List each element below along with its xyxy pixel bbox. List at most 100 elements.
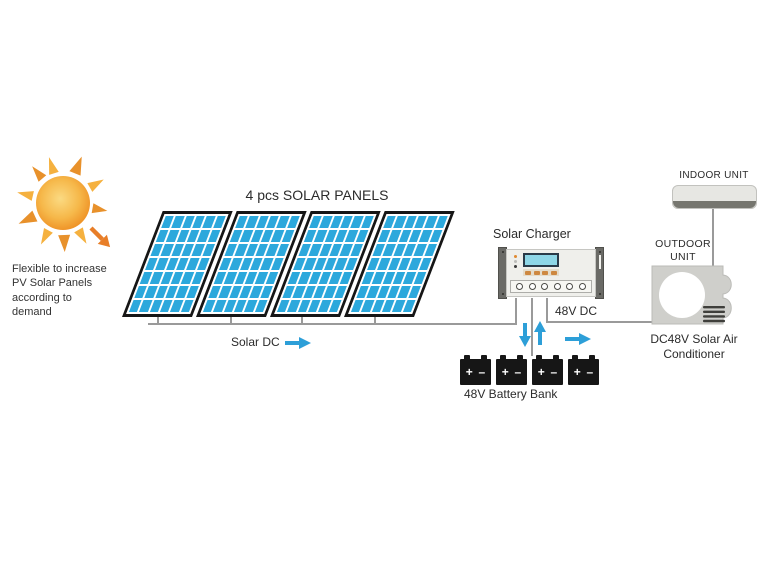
battery-bank-label: 48V Battery Bank	[464, 387, 558, 401]
outdoor-unit-label: OUTDOOR UNIT	[655, 238, 711, 263]
battery-terminal-post	[553, 355, 559, 360]
battery-terminal-post	[572, 355, 578, 360]
terminal-screw-icon	[566, 283, 574, 290]
charger-battery-wire	[531, 298, 533, 356]
charger-body	[506, 249, 596, 297]
discharge-up-arrow-icon	[534, 321, 546, 345]
battery: +–	[568, 355, 599, 385]
pv-cell	[360, 216, 374, 228]
pv-cell	[350, 244, 364, 256]
battery-minus-symbol: –	[478, 365, 486, 379]
indoor-unit	[672, 185, 757, 209]
charger-button-row	[523, 269, 559, 276]
pv-cell	[254, 300, 268, 312]
battery-plus-symbol: +	[537, 365, 545, 379]
pv-cell	[424, 244, 438, 256]
flexibility-note: Flexible to increase PV Solar Panels acc…	[12, 263, 107, 318]
charger-mount-rail-right	[595, 247, 604, 299]
pv-cell	[212, 216, 226, 228]
terminal-screw-icon	[541, 283, 549, 290]
screw-icon	[501, 251, 504, 253]
charger-lcd-display	[523, 253, 559, 267]
sun-to-panel-arrow	[89, 226, 111, 248]
battery-terminal-post	[536, 355, 542, 360]
pv-cell	[407, 286, 421, 298]
screw-icon	[598, 293, 601, 295]
charge-down-arrow-icon	[519, 323, 531, 347]
fan-icon	[659, 272, 705, 318]
pv-cell	[413, 272, 427, 284]
charger-output-wire-horizontal	[546, 321, 658, 323]
charger-button	[525, 270, 532, 275]
outdoor-unit	[651, 265, 732, 325]
pv-cell	[281, 230, 295, 242]
dc48v-arrow-icon	[565, 333, 591, 345]
terminal-screw-icon	[553, 283, 561, 290]
terminal-screw-icon	[516, 283, 524, 290]
pv-cell	[402, 300, 416, 312]
battery-minus-symbol: –	[514, 365, 522, 379]
vent-grille-icon	[703, 306, 725, 323]
pv-cell	[339, 272, 353, 284]
panel-stub-wire-2	[230, 317, 232, 325]
charger-button	[550, 270, 557, 275]
pv-cell	[207, 230, 221, 242]
screw-icon	[598, 251, 601, 253]
pv-cell	[259, 286, 273, 298]
panel-stub-wire-3	[301, 317, 303, 325]
pv-cell	[333, 286, 347, 298]
sun-icon	[17, 156, 111, 252]
dc48v-label: 48V DC	[555, 304, 598, 318]
solar-dc-arrow-icon	[285, 337, 311, 349]
battery-terminal-post	[517, 355, 523, 360]
battery-plus-symbol: +	[501, 365, 509, 379]
screw-icon	[501, 293, 504, 295]
battery-plus-symbol: +	[465, 365, 473, 379]
pv-cell	[429, 230, 443, 242]
charger-label: Solar Charger	[493, 227, 571, 241]
battery-terminal-post	[464, 355, 470, 360]
battery-minus-symbol: –	[550, 365, 558, 379]
charger-button	[533, 270, 540, 275]
terminal-screw-icon	[578, 283, 586, 290]
indoor-unit-vent	[673, 201, 756, 208]
solar-panel-array	[122, 211, 455, 317]
battery-terminal-post	[481, 355, 487, 360]
rail-slot	[598, 255, 601, 269]
pv-cell	[286, 216, 300, 228]
pv-cell	[418, 258, 432, 270]
pv-cell	[191, 272, 205, 284]
pv-cell	[196, 258, 210, 270]
battery-minus-symbol: –	[586, 365, 594, 379]
pv-cell	[276, 244, 290, 256]
charger-output-wire-vertical	[546, 298, 548, 323]
pv-cell	[202, 244, 216, 256]
battery-bank: +–+–+–+–	[460, 355, 599, 385]
battery: +–	[496, 355, 527, 385]
panel-stub-wire-1	[157, 317, 159, 325]
charger-button	[542, 270, 549, 275]
terminal-screw-icon	[528, 283, 536, 290]
indoor-unit-label: INDOOR UNIT	[679, 170, 749, 181]
solar-dc-bus-wire	[148, 323, 517, 325]
pv-cell	[328, 300, 342, 312]
pv-cell	[180, 300, 194, 312]
charger-input-wire	[515, 298, 517, 325]
pv-cell	[185, 286, 199, 298]
led-icon	[514, 265, 517, 268]
charger-terminal-strip	[510, 280, 592, 293]
charger-status-leds	[514, 255, 517, 268]
led-icon	[514, 260, 517, 263]
battery-terminal-post	[500, 355, 506, 360]
solar-charger-device	[498, 246, 604, 300]
pv-cell	[344, 258, 358, 270]
panels-title: 4 pcs SOLAR PANELS	[245, 187, 389, 203]
pv-cell	[265, 272, 279, 284]
led-icon	[514, 255, 517, 258]
battery: +–	[460, 355, 491, 385]
indoor-outdoor-wire	[712, 208, 714, 268]
air-conditioner-label: DC48V Solar Air Conditioner	[650, 332, 738, 361]
pv-cell	[355, 230, 369, 242]
solar-dc-label: Solar DC	[231, 335, 280, 349]
